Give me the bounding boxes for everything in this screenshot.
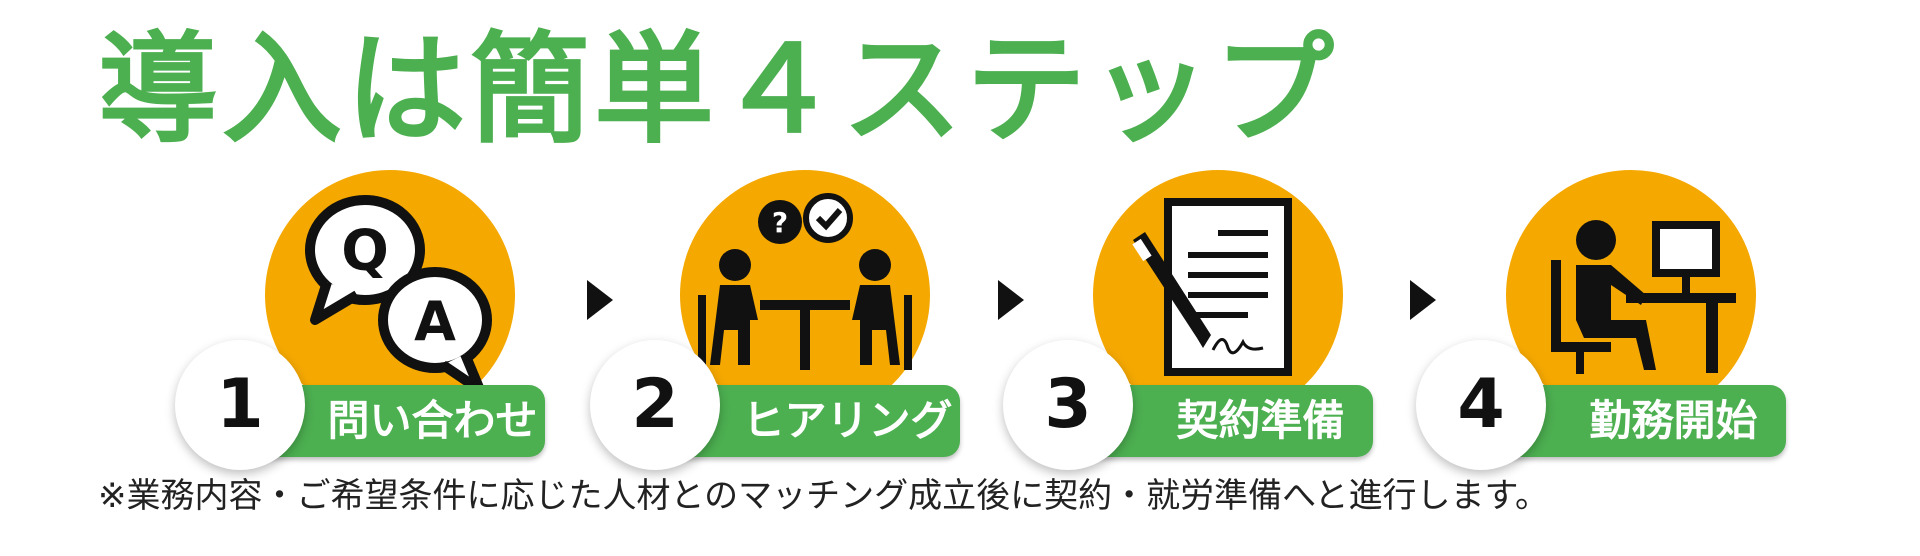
meeting-people-icon: ? xyxy=(698,193,912,370)
step-3-label: 契約準備 xyxy=(1176,396,1345,445)
step-1-label: 問い合わせ xyxy=(327,396,538,445)
page-title: 導入は簡単４ステップ xyxy=(98,21,1338,160)
step-3-label-pill: 契約準備 xyxy=(1093,385,1373,457)
qa-speech-bubbles-icon: Q A xyxy=(305,195,492,395)
worker-at-computer-icon xyxy=(1551,220,1736,374)
arrow-right-icon xyxy=(998,280,1024,320)
step-2-label-pill: ヒアリング xyxy=(680,385,960,457)
step-2-label: ヒアリング xyxy=(742,396,953,445)
step-1: Q A 問い合わせ 1 xyxy=(175,170,595,470)
svg-text:?: ? xyxy=(772,206,788,239)
step-4-label-pill: 勤務開始 xyxy=(1506,385,1786,457)
step-4: 勤務開始 4 xyxy=(1416,170,1836,470)
step-4-number: 4 xyxy=(1457,365,1505,444)
arrow-right-icon xyxy=(587,280,613,320)
step-3-number: 3 xyxy=(1044,365,1092,444)
step-2-number-badge: 2 xyxy=(590,340,720,470)
step-1-number-badge: 1 xyxy=(175,340,305,470)
step-2: ? ヒアリング 2 xyxy=(590,170,1010,470)
step-4-number-badge: 4 xyxy=(1416,340,1546,470)
step-1-icon-circle: Q A xyxy=(265,170,515,420)
step-1-number: 1 xyxy=(216,365,264,444)
svg-text:A: A xyxy=(414,290,456,353)
step-2-icon-circle: ? xyxy=(680,170,930,420)
step-2-number: 2 xyxy=(631,365,679,444)
step-1-label-pill: 問い合わせ xyxy=(265,385,545,457)
arrow-right-icon xyxy=(1410,280,1436,320)
step-3: 契約準備 3 xyxy=(1003,170,1423,470)
step-3-number-badge: 3 xyxy=(1003,340,1133,470)
svg-text:Q: Q xyxy=(341,219,389,284)
step-4-icon-circle xyxy=(1506,170,1756,420)
footnote: ※業務内容・ご希望条件に応じた人材とのマッチング成立後に契約・就労準備へと進行し… xyxy=(98,476,1550,516)
step-3-icon-circle xyxy=(1093,170,1343,420)
contract-document-pen-icon xyxy=(1132,198,1292,376)
step-4-label: 勤務開始 xyxy=(1589,396,1758,445)
